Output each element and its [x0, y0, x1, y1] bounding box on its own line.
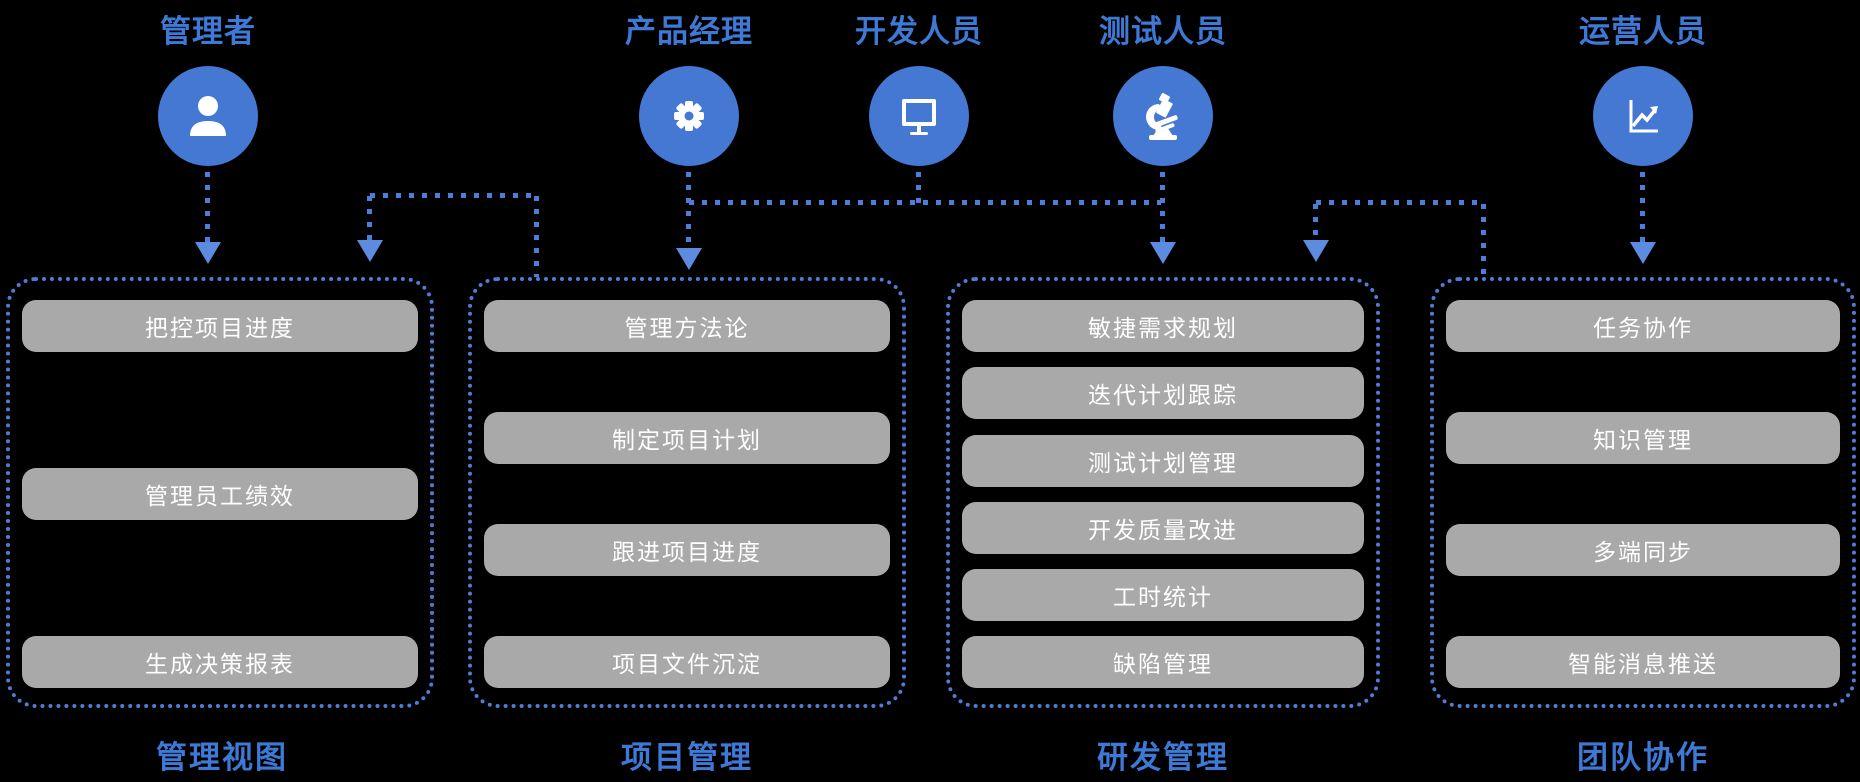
feature-pill: 管理员工绩效	[22, 468, 418, 520]
feature-pill: 迭代计划跟踪	[962, 367, 1364, 419]
connector-manager-down	[205, 172, 210, 242]
connector-rail-pm-dev-test	[689, 200, 1161, 205]
module-title-management-view: 管理视图	[156, 740, 288, 775]
feature-pill: 开发质量改进	[962, 502, 1364, 554]
arrowhead-into-module-2	[676, 248, 702, 270]
feature-pill: 知识管理	[1446, 412, 1840, 464]
connector-elbow-right-drop	[1313, 204, 1318, 240]
arrowhead-elbow-into-module-3	[1303, 240, 1329, 262]
feature-pill: 生成决策报表	[22, 636, 418, 688]
connector-ops-down	[1640, 172, 1645, 242]
connector-pm-down	[686, 172, 691, 248]
role-label-pm: 产品经理	[625, 14, 753, 49]
role-label-tester: 测试人员	[1099, 14, 1227, 49]
feature-pill: 制定项目计划	[484, 412, 890, 464]
gear-icon	[674, 101, 704, 131]
connector-developer-drop	[916, 172, 921, 204]
arrowhead-into-module-4	[1630, 242, 1656, 264]
role-label-manager: 管理者	[160, 14, 256, 49]
microscope-icon	[1146, 92, 1178, 140]
role-avatar-tester	[1113, 66, 1213, 166]
feature-pill: 敏捷需求规划	[962, 300, 1364, 352]
role-avatar-developer	[869, 66, 969, 166]
feature-pill: 跟进项目进度	[484, 524, 890, 576]
chart-icon	[1629, 100, 1658, 133]
connector-elbow-left-drop	[367, 196, 372, 240]
feature-pill: 多端同步	[1446, 524, 1840, 576]
user-icon	[190, 96, 226, 136]
feature-pill: 任务协作	[1446, 300, 1840, 352]
connector-elbow-right-rail	[1316, 200, 1484, 205]
feature-pill: 把控项目进度	[22, 300, 418, 352]
feature-pill: 测试计划管理	[962, 435, 1364, 487]
monitor-icon	[902, 99, 936, 135]
module-team-collaboration: 任务协作 知识管理 多端同步 智能消息推送	[1430, 277, 1856, 708]
feature-pill: 项目文件沉淀	[484, 636, 890, 688]
role-avatar-ops	[1593, 66, 1693, 166]
arrowhead-into-module-1	[195, 242, 221, 264]
feature-pill: 缺陷管理	[962, 636, 1364, 688]
role-label-developer: 开发人员	[855, 14, 983, 49]
module-management-view: 把控项目进度 管理员工绩效 生成决策报表	[6, 277, 434, 708]
role-avatar-pm	[639, 66, 739, 166]
role-avatar-manager	[158, 66, 258, 166]
feature-pill: 工时统计	[962, 569, 1364, 621]
connector-elbow-right-tail	[1481, 204, 1486, 277]
module-project-management: 管理方法论 制定项目计划 跟进项目进度 项目文件沉淀	[468, 277, 906, 708]
connector-tester-down	[1160, 172, 1165, 242]
feature-pill: 智能消息推送	[1446, 636, 1840, 688]
module-title-team-collaboration: 团队协作	[1577, 740, 1709, 775]
module-title-project-management: 项目管理	[621, 740, 753, 775]
connector-elbow-left-tail	[534, 196, 539, 277]
connector-elbow-left-rail	[370, 193, 537, 198]
feature-pill: 管理方法论	[484, 300, 890, 352]
arrowhead-into-module-3	[1150, 242, 1176, 264]
arrowhead-elbow-into-module-1	[357, 240, 383, 262]
module-rd-management: 敏捷需求规划 迭代计划跟踪 测试计划管理 开发质量改进 工时统计 缺陷管理	[946, 277, 1380, 708]
role-label-ops: 运营人员	[1579, 14, 1707, 49]
module-title-rd-management: 研发管理	[1097, 740, 1229, 775]
